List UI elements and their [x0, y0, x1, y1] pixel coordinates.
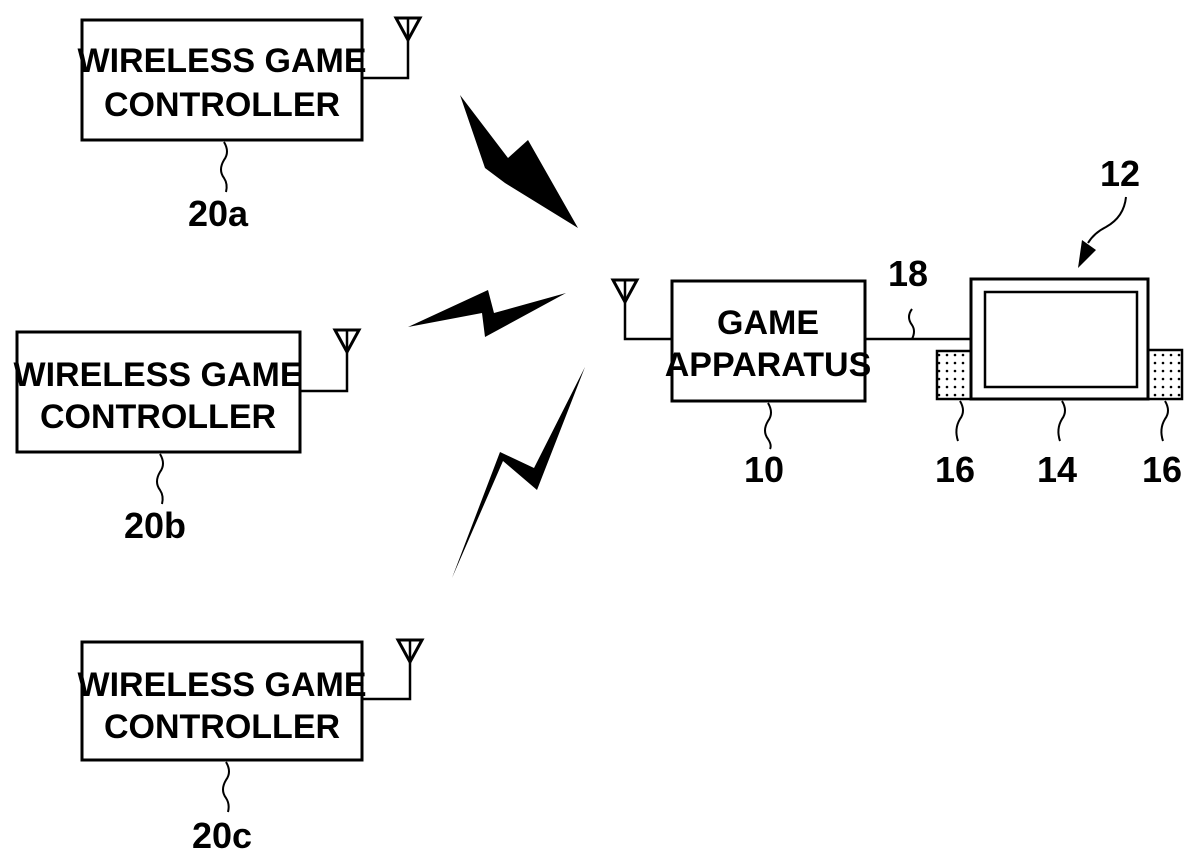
antenna-icon: [362, 18, 420, 78]
cable-18: 18: [865, 253, 970, 339]
game-apparatus-label-line1: GAME: [717, 304, 819, 342]
controller-label-line1: WIRELESS GAME: [13, 356, 302, 394]
antenna-icon: [613, 280, 672, 339]
wireless-signal-bolt-icon: [452, 367, 585, 578]
ref-label-16-left: 16: [935, 449, 975, 490]
leader-line: [765, 403, 771, 449]
leader-line: [909, 309, 914, 339]
leader-line: [1058, 401, 1065, 441]
ref-label-16-right: 16: [1142, 449, 1182, 490]
leader-line: [1161, 401, 1168, 441]
display-screen: [985, 292, 1137, 387]
display-device-12: 12 16 14 16: [935, 153, 1182, 490]
wireless-signal-bolt-icon: [408, 290, 566, 337]
ref-label-10: 10: [744, 449, 784, 490]
ref-label-12: 12: [1100, 153, 1140, 194]
ref-label-20b: 20b: [124, 505, 186, 546]
controller-label-line2: CONTROLLER: [40, 398, 276, 436]
wireless-signal-bolt-icon: [460, 95, 578, 228]
ref-label-18: 18: [888, 253, 928, 294]
leader-line: [157, 454, 163, 504]
controller-label-line1: WIRELESS GAME: [77, 42, 366, 80]
arrow-icon: [1078, 197, 1126, 268]
leader-line: [221, 142, 227, 192]
speaker-right: [1148, 350, 1182, 399]
antenna-icon: [362, 640, 422, 699]
game-apparatus-label-line2: APPARATUS: [665, 346, 872, 384]
ref-label-14: 14: [1037, 449, 1077, 490]
wireless-game-controller-20b: WIRELESS GAME CONTROLLER 20b: [13, 330, 359, 546]
controller-label-line1: WIRELESS GAME: [77, 666, 366, 704]
leader-line: [956, 401, 963, 441]
controller-label-line2: CONTROLLER: [104, 708, 340, 746]
ref-label-20a: 20a: [188, 193, 249, 234]
wireless-game-controller-20a: WIRELESS GAME CONTROLLER 20a: [77, 18, 420, 234]
ref-label-20c: 20c: [192, 815, 252, 856]
wireless-game-controller-20c: WIRELESS GAME CONTROLLER 20c: [77, 640, 422, 856]
speaker-left: [937, 351, 972, 399]
leader-line: [223, 762, 229, 812]
game-apparatus-10: GAME APPARATUS 10: [613, 280, 871, 490]
controller-label-line2: CONTROLLER: [104, 86, 340, 124]
antenna-icon: [300, 330, 359, 391]
